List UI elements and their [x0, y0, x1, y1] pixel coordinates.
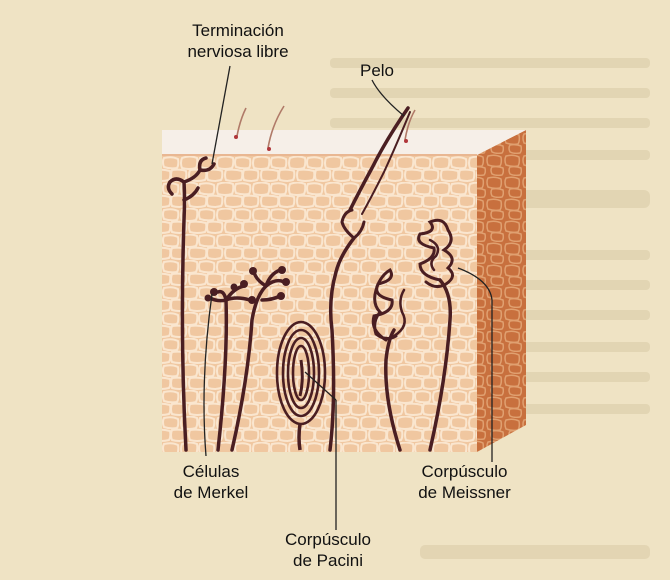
label-meissner-line2: de Meissner	[397, 482, 532, 503]
label-pelo-text: Pelo	[352, 60, 402, 81]
label-corpusculo-de-meissner: Corpúsculo de Meissner	[397, 461, 532, 503]
label-terminacion-line1: Terminación	[163, 20, 313, 41]
label-terminacion-nerviosa-libre: Terminación nerviosa libre	[163, 20, 313, 62]
label-pacini-line2: de Pacini	[263, 550, 393, 571]
label-pelo: Pelo	[352, 60, 402, 81]
label-pacini-line1: Corpúsculo	[263, 529, 393, 550]
label-corpusculo-de-pacini: Corpúsculo de Pacini	[263, 529, 393, 571]
label-celulas-de-merkel: Células de Merkel	[146, 461, 276, 503]
label-terminacion-line2: nerviosa libre	[163, 41, 313, 62]
skin-right-side	[477, 130, 526, 452]
label-merkel-line2: de Merkel	[146, 482, 276, 503]
label-merkel-line1: Células	[146, 461, 276, 482]
label-meissner-line1: Corpúsculo	[397, 461, 532, 482]
